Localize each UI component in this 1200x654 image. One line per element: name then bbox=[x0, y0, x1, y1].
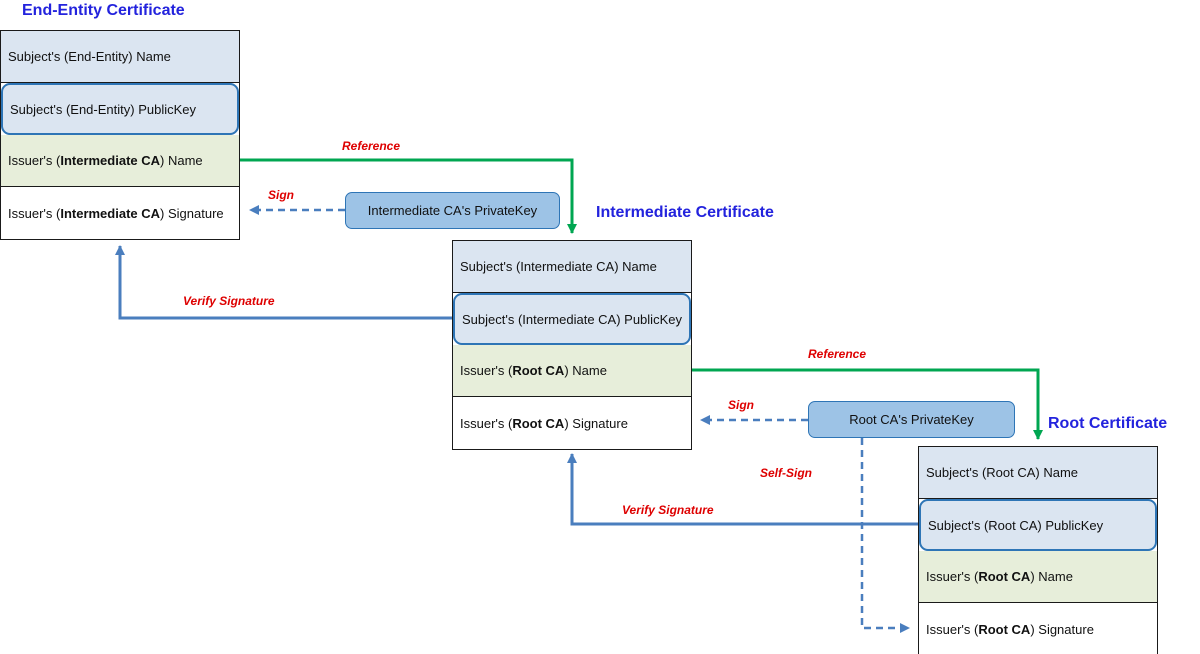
row-text: Issuer's ( bbox=[926, 569, 979, 584]
verify-signature-arrow-1 bbox=[115, 245, 452, 320]
row-text: Subject's (Intermediate CA) Name bbox=[460, 259, 657, 274]
root-certificate-title: Root Certificate bbox=[1048, 415, 1168, 432]
self-sign-arrow bbox=[860, 438, 910, 633]
reference-label-2: Reference bbox=[808, 347, 867, 361]
root-ca-privatekey-box: Root CA's PrivateKey bbox=[808, 401, 1015, 438]
end-entity-certificate-box: Subject's (End-Entity) Name Subject's (E… bbox=[0, 30, 240, 240]
row-text: Issuer's ( bbox=[926, 621, 979, 637]
root-subject-publickey-row: Subject's (Root CA) PublicKey bbox=[919, 499, 1157, 551]
row-text: Subject's (End-Entity) Name bbox=[8, 49, 171, 64]
row-text: Subject's (Root CA) PublicKey bbox=[928, 517, 1104, 533]
intermediate-subject-name-row: Subject's (Intermediate CA) Name bbox=[453, 241, 691, 293]
end-entity-issuer-signature-row: Issuer's (Intermediate CA) Signature bbox=[1, 187, 239, 239]
end-entity-issuer-name-row: Issuer's (Intermediate CA) Name bbox=[1, 135, 239, 187]
sign-label-2: Sign bbox=[728, 398, 754, 412]
row-text-bold: Root CA bbox=[978, 621, 1031, 637]
intermediate-subject-publickey-row: Subject's (Intermediate CA) PublicKey bbox=[453, 293, 691, 345]
row-text-bold: Root CA bbox=[512, 415, 565, 431]
row-text: Subject's (Root CA) Name bbox=[926, 465, 1079, 480]
root-issuer-signature-row: Issuer's (Root CA) Signature bbox=[919, 603, 1157, 654]
self-sign-label: Self-Sign bbox=[760, 466, 813, 480]
end-entity-subject-name-row: Subject's (End-Entity) Name bbox=[1, 31, 239, 83]
verify-signature-label-2: Verify Signature bbox=[622, 503, 714, 517]
row-text: Issuer's ( bbox=[460, 363, 513, 378]
reference-label-1: Reference bbox=[342, 139, 401, 153]
row-text-bold: Root CA bbox=[978, 569, 1031, 584]
row-text: ) Signature bbox=[564, 415, 628, 431]
root-subject-name-row: Subject's (Root CA) Name bbox=[919, 447, 1157, 499]
row-text: Issuer's ( bbox=[460, 415, 513, 431]
row-text-bold: Intermediate CA bbox=[60, 153, 161, 168]
intermediate-certificate-box: Subject's (Intermediate CA) Name Subject… bbox=[452, 240, 692, 450]
row-text: Issuer's ( bbox=[8, 153, 61, 168]
verify-signature-label-1: Verify Signature bbox=[183, 294, 275, 308]
row-text: Subject's (End-Entity) PublicKey bbox=[10, 101, 197, 117]
root-certificate-box: Subject's (Root CA) Name Subject's (Root… bbox=[918, 446, 1158, 654]
intermediate-issuer-name-row: Issuer's (Root CA) Name bbox=[453, 345, 691, 397]
row-text: ) Signature bbox=[1030, 621, 1094, 637]
row-text: ) Name bbox=[1030, 569, 1073, 584]
row-text: ) Name bbox=[564, 363, 607, 378]
row-text: ) Signature bbox=[160, 205, 224, 221]
end-entity-certificate-title: End-Entity Certificate bbox=[22, 2, 185, 19]
sign-label-1: Sign bbox=[268, 188, 294, 202]
root-issuer-name-row: Issuer's (Root CA) Name bbox=[919, 551, 1157, 603]
intermediate-ca-privatekey-box: Intermediate CA's PrivateKey bbox=[345, 192, 560, 229]
row-text: ) Name bbox=[160, 153, 203, 168]
row-text-bold: Root CA bbox=[512, 363, 565, 378]
row-text: Issuer's ( bbox=[8, 205, 61, 221]
intermediate-certificate-title: Intermediate Certificate bbox=[596, 204, 774, 221]
row-text: Subject's (Intermediate CA) PublicKey bbox=[462, 311, 682, 327]
end-entity-subject-publickey-row: Subject's (End-Entity) PublicKey bbox=[1, 83, 239, 135]
row-text-bold: Intermediate CA bbox=[60, 205, 161, 221]
intermediate-issuer-signature-row: Issuer's (Root CA) Signature bbox=[453, 397, 691, 449]
